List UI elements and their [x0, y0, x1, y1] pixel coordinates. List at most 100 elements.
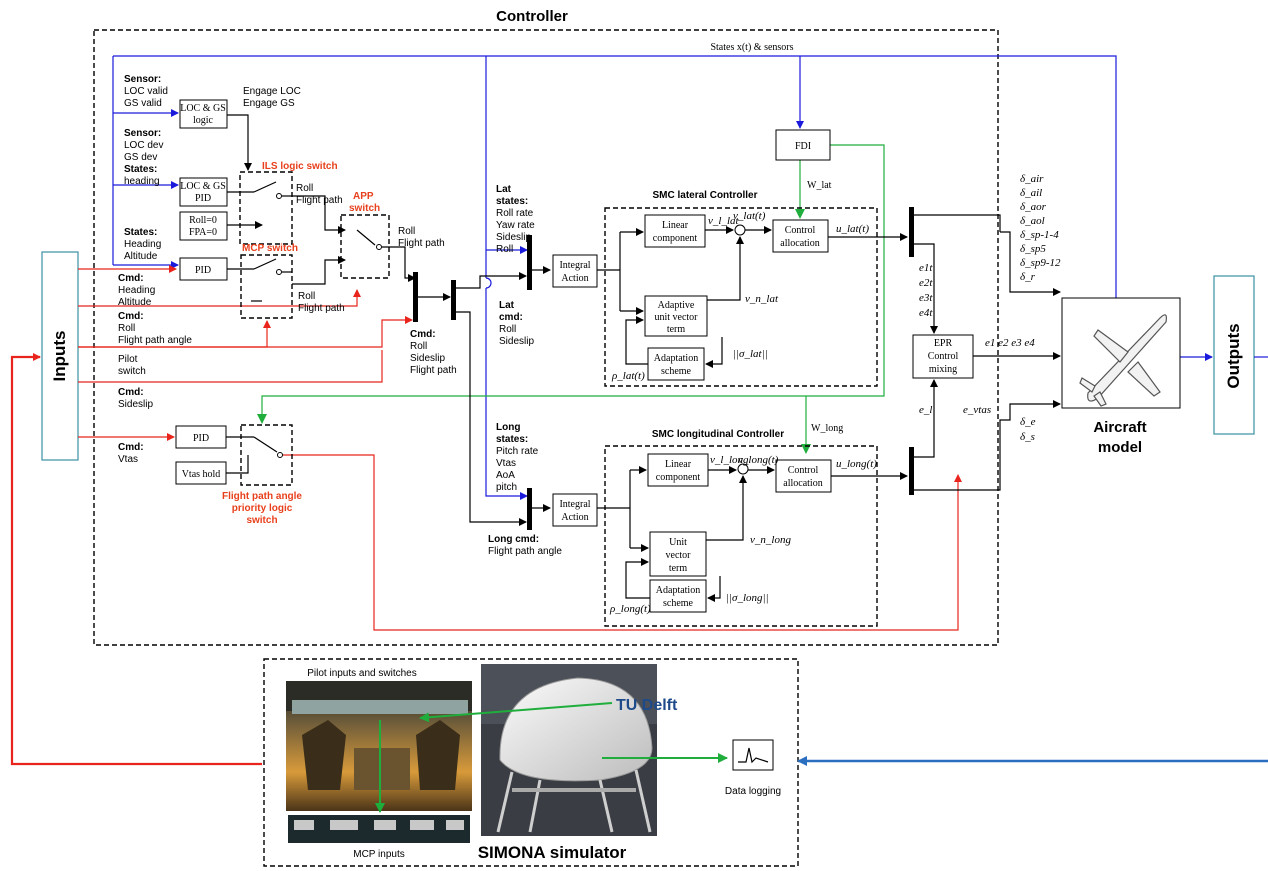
- adaptive-lat-3: term: [667, 324, 686, 335]
- cmd2-head: Cmd:: [118, 311, 144, 322]
- aircraft-model-label-2: model: [1098, 439, 1142, 456]
- smc-longitudinal-title: SMC longitudinal Controller: [652, 429, 784, 440]
- cmd4-line1: Vtas: [118, 454, 138, 465]
- fdi-label: FDI: [795, 141, 811, 152]
- aircraft-model-label-1: Aircraft: [1093, 419, 1146, 436]
- ctrl-alloc-long-1: Control: [788, 465, 819, 476]
- adapt-long-1: Adaptation: [656, 585, 700, 596]
- u-lat-t: u_lat(t): [836, 223, 869, 235]
- cmd1-line2: Altitude: [118, 297, 152, 308]
- states-sensors-label: States x(t) & sensors: [710, 42, 793, 53]
- delta-aor: δ_aor: [1020, 201, 1047, 213]
- ctrl-alloc-lat-1: Control: [785, 225, 816, 236]
- cmd-mux: [413, 272, 418, 322]
- ils-switch-label: ILS logic switch: [262, 161, 338, 172]
- app-switch-label-1: APP: [353, 191, 374, 202]
- e2t: e2t: [919, 277, 933, 289]
- pilot-line1: Pilot: [118, 354, 138, 365]
- e3t: e3t: [919, 292, 933, 304]
- sensor2-line2: GS dev: [124, 152, 157, 163]
- delta-sp-1-4: δ_sp-1-4: [1020, 229, 1059, 241]
- ctrl-alloc-lat-2: allocation: [780, 238, 819, 249]
- mcp-switch: [227, 255, 292, 318]
- fpa-priority-switch: [226, 425, 292, 485]
- simona-title: SIMONA simulator: [478, 843, 627, 862]
- sensor2-head: Sensor:: [124, 128, 161, 139]
- delta-sp5: δ_sp5: [1020, 243, 1046, 255]
- lat-cmd-1: Roll: [499, 324, 516, 335]
- long-cmd-1: Flight path angle: [488, 546, 562, 557]
- delta-aol: δ_aol: [1020, 215, 1045, 227]
- cmd-mux-3: Flight path: [410, 365, 457, 376]
- cmd3-line1: Sideslip: [118, 399, 153, 410]
- epr-2: Control: [928, 351, 959, 362]
- delta-s: δ_s: [1020, 431, 1035, 443]
- loc-gs-logic-label-1: LOC & GS: [180, 103, 226, 114]
- roll-fpa-label-1: Roll=0: [189, 215, 217, 226]
- delta-air: δ_air: [1020, 173, 1044, 185]
- adapt-lat-2: scheme: [661, 366, 692, 377]
- ils-logic-switch: [227, 115, 292, 244]
- long-states-2: Vtas: [496, 458, 516, 469]
- delta-sp9-12: δ_sp9-12: [1020, 257, 1061, 269]
- data-logging-label: Data logging: [725, 786, 781, 797]
- loc-gs-pid-label-1: LOC & GS: [180, 181, 226, 192]
- sensor1-line1: LOC valid: [124, 86, 168, 97]
- engage-line2: Engage GS: [243, 98, 295, 109]
- loc-gs-logic-label-2: logic: [193, 115, 214, 126]
- lat-states-3: Sideslip: [496, 232, 531, 243]
- linear-lat-2: component: [653, 233, 698, 244]
- app-out-2: Flight path: [398, 238, 445, 249]
- unit-long-1: Unit: [669, 537, 687, 548]
- sensor2-line1: LOC dev: [124, 140, 163, 151]
- sensor1-head: Sensor:: [124, 74, 161, 85]
- loc-gs-pid-label-2: PID: [195, 193, 211, 204]
- v-n-long: v_n_long: [750, 534, 791, 546]
- w-long-label: W_long: [811, 423, 843, 434]
- v-lat-t: v_lat(t): [733, 210, 766, 222]
- delta-e: δ_e: [1020, 416, 1036, 428]
- mcp-inputs-label: MCP inputs: [353, 849, 405, 860]
- fpa-switch-label-1: Flight path angle: [222, 491, 302, 502]
- cmd2-line1: Roll: [118, 323, 135, 334]
- lat-states-head-2: states:: [496, 196, 528, 207]
- mcp-out-2: Flight path: [298, 303, 345, 314]
- long-states-head-2: states:: [496, 434, 528, 445]
- e-vtas-label: e_vtas: [963, 404, 991, 416]
- adapt-lat-1: Adaptation: [654, 353, 698, 364]
- epr-1: EPR: [934, 338, 953, 349]
- lat-mux: [527, 235, 532, 290]
- integral-lat-2: Action: [561, 273, 588, 284]
- cmd2-line2: Flight path angle: [118, 335, 192, 346]
- e4t: e4t: [919, 307, 933, 319]
- fpa-switch-label-3: switch: [246, 515, 277, 526]
- pilot-inputs-label: Pilot inputs and switches: [307, 668, 417, 679]
- tu-delft-logo: TU Delft: [616, 697, 678, 714]
- u-long-t: u_long(t): [836, 458, 877, 470]
- data-logging-icon: [733, 740, 773, 770]
- cmd-mux-1: Roll: [410, 341, 427, 352]
- cmd1-head: Cmd:: [118, 273, 144, 284]
- lat-cmd-2: Sideslip: [499, 336, 534, 347]
- linear-long-2: component: [656, 472, 701, 483]
- lat-long-demux: [451, 280, 456, 320]
- long-out-demux: [909, 447, 914, 495]
- states2-head: States:: [124, 227, 157, 238]
- cmd1-line1: Heading: [118, 285, 155, 296]
- ctrl-alloc-long-2: allocation: [783, 478, 822, 489]
- lat-out-demux: [909, 207, 914, 257]
- delta-r: δ_r: [1020, 271, 1036, 283]
- e-out-label: e1 e2 e3 e4: [985, 337, 1035, 349]
- cmd4-head: Cmd:: [118, 442, 144, 453]
- inputs-label: Inputs: [50, 331, 69, 382]
- rho-lat: ρ_lat(t): [611, 370, 645, 382]
- fpa-switch-label-2: priority logic: [232, 503, 293, 514]
- ils-out-2: Flight path: [296, 195, 343, 206]
- epr-3: mixing: [929, 364, 957, 375]
- unit-long-3: term: [669, 563, 688, 574]
- lat-states-2: Yaw rate: [496, 220, 535, 231]
- mcp-switch-label: MCP switch: [242, 243, 298, 254]
- app-out-1: Roll: [398, 226, 415, 237]
- sensor1-line2: GS valid: [124, 98, 162, 109]
